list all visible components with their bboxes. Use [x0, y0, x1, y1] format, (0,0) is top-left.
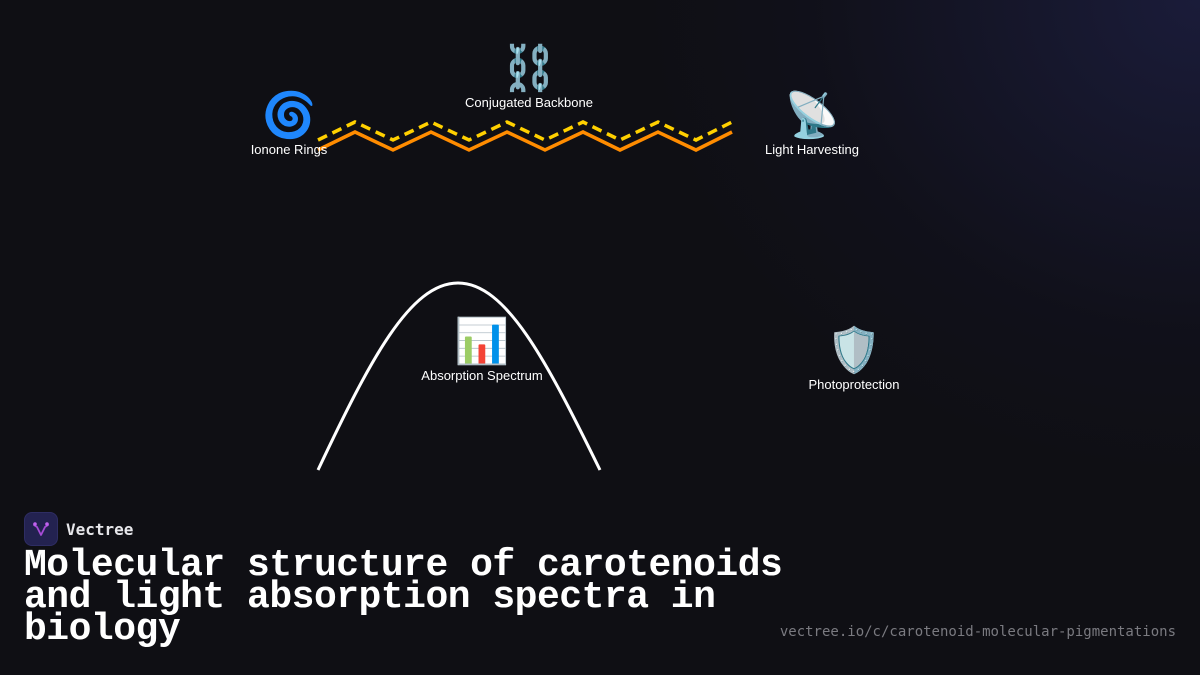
- node-ionone-rings: 🌀 Ionone Rings: [240, 91, 338, 158]
- absorption-curve: [316, 281, 602, 471]
- node-conjugated-backbone: ⛓️ Conjugated Backbone: [459, 44, 599, 111]
- bar-chart-icon: 📊: [454, 317, 510, 366]
- node-label: Ionone Rings: [250, 142, 328, 157]
- brand-name: Vectree: [66, 519, 134, 539]
- source-url: vectree.io/c/carotenoid-molecular-pigmen…: [779, 624, 1176, 640]
- satellite-antenna-icon: 📡: [784, 91, 840, 140]
- polyene-chain-dashed: [317, 120, 733, 142]
- chains-icon: ⛓️: [501, 44, 557, 93]
- polyene-chain-solid: [317, 130, 733, 152]
- node-absorption-spectrum: 📊 Absorption Spectrum: [412, 317, 552, 384]
- vectree-logo-icon: [24, 512, 58, 546]
- node-label: Light Harvesting: [765, 142, 859, 157]
- shield-icon: 🛡️: [826, 326, 882, 375]
- node-light-harvesting: 📡 Light Harvesting: [757, 91, 867, 158]
- cyclone-icon: 🌀: [261, 91, 317, 140]
- node-label: Conjugated Backbone: [465, 95, 593, 110]
- node-label: Photoprotection: [808, 377, 900, 392]
- brand: Vectree: [24, 512, 133, 546]
- page-title: Molecular structure of carotenoids and l…: [24, 544, 783, 651]
- node-label: Absorption Spectrum: [421, 368, 543, 383]
- node-photoprotection: 🛡️ Photoprotection: [799, 326, 909, 393]
